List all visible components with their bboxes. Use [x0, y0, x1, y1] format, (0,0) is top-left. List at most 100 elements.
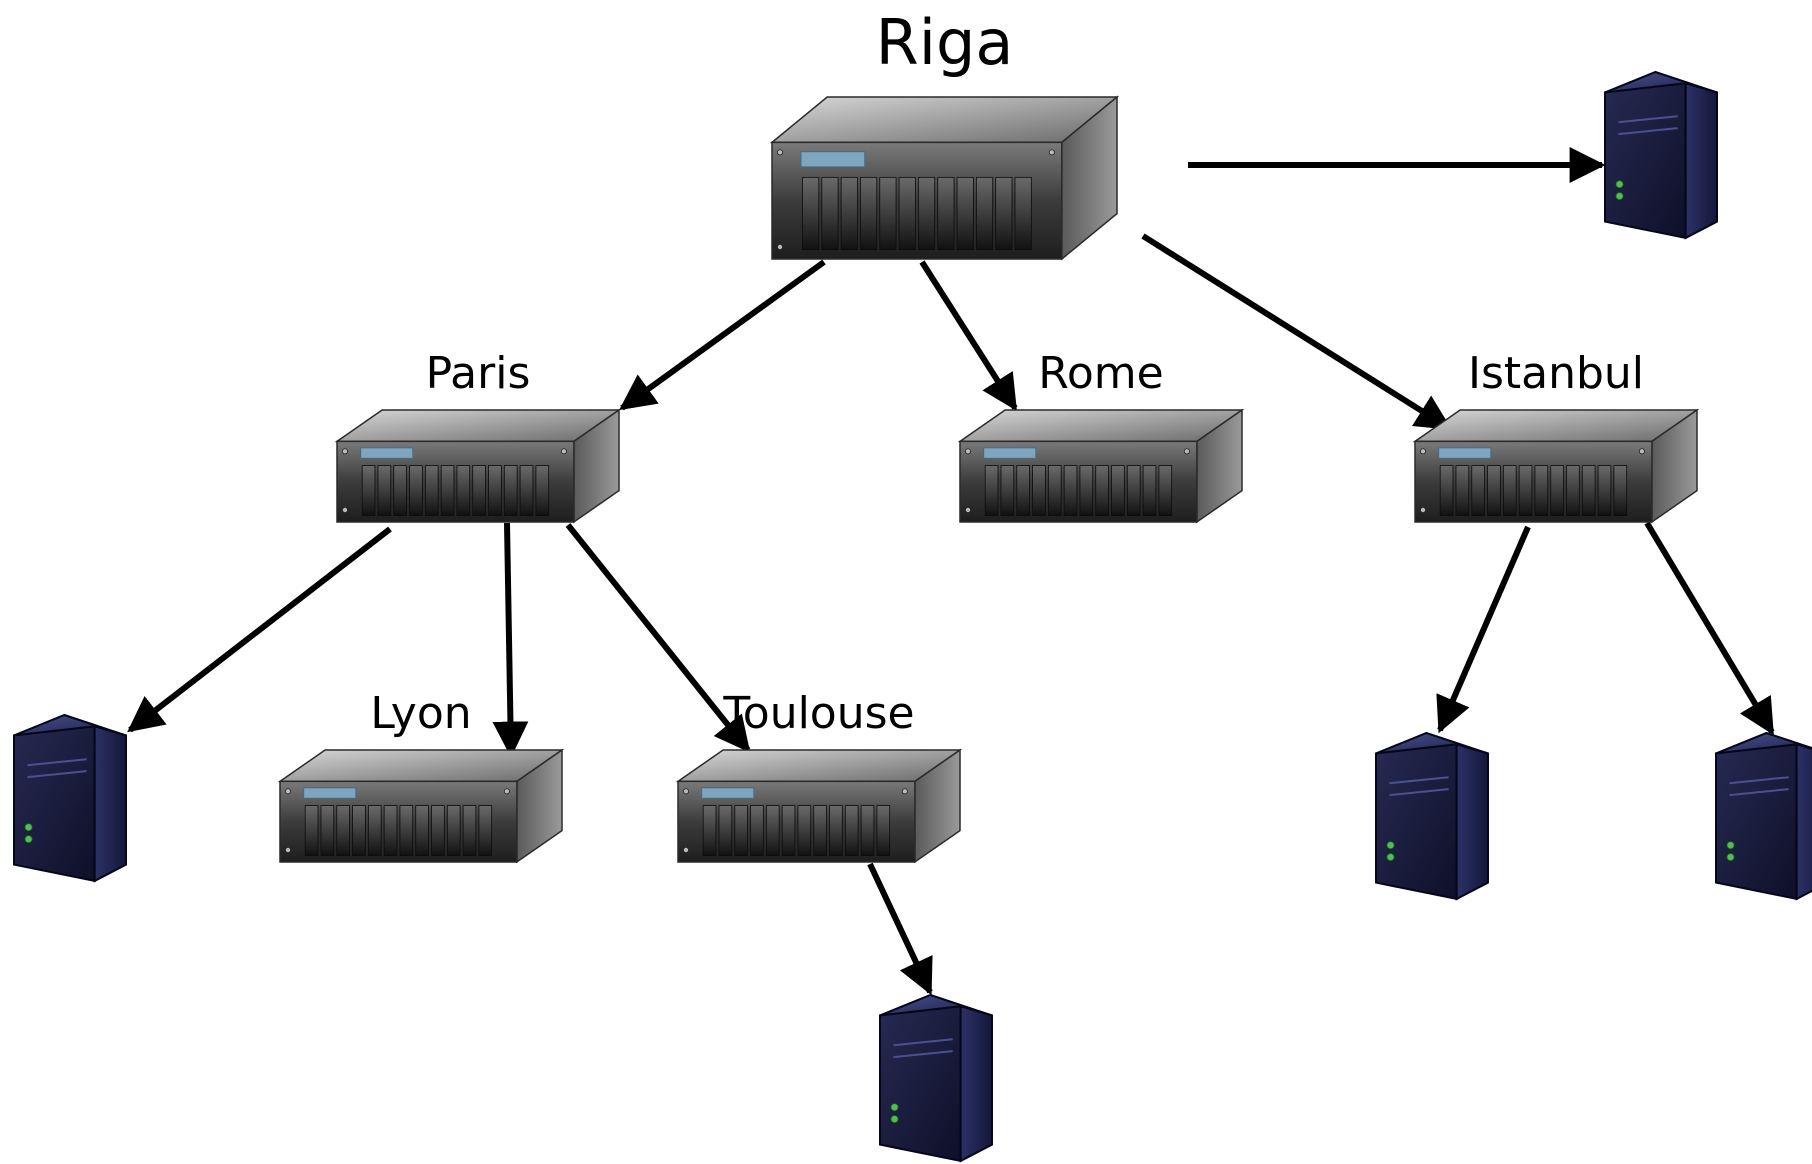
node-label-lyon: Lyon — [370, 688, 471, 739]
paris-rack-display — [360, 447, 414, 459]
client-istanbul-1-tower-led — [1386, 841, 1395, 850]
client-toulouse-tower-side — [959, 1004, 993, 1163]
node-client-riga[interactable] — [1604, 70, 1718, 240]
rome-rack-slot — [984, 465, 999, 516]
toulouse-rack-slot — [860, 805, 875, 856]
client-istanbul-2-tower-bay — [1729, 788, 1789, 797]
riga-rack-display — [800, 151, 866, 168]
toulouse-rack-screw — [683, 788, 690, 795]
toulouse-rack-top — [675, 749, 963, 783]
istanbul-rack-screw — [1420, 448, 1427, 455]
edge-paris-to-toulouse — [565, 523, 751, 753]
client-riga-tower-front — [1604, 82, 1687, 240]
riga-rack-slot — [1014, 176, 1032, 251]
rome-rack-slot — [1063, 465, 1078, 516]
tower-server-icon — [1715, 731, 1812, 901]
client-paris-tower-led — [24, 835, 33, 844]
edge-riga-to-istanbul — [1141, 233, 1453, 431]
paris-rack-slot — [456, 465, 471, 516]
client-istanbul-2-tower-led — [1726, 853, 1735, 862]
client-toulouse-tower-led — [890, 1115, 899, 1124]
riga-rack-slot — [821, 176, 839, 251]
node-toulouse[interactable]: Toulouse — [675, 688, 963, 864]
toulouse-rack-slot — [813, 805, 827, 856]
lyon-rack-slot — [352, 805, 366, 856]
node-client-istanbul-2[interactable] — [1715, 731, 1812, 901]
riga-rack-screw — [777, 149, 784, 156]
paris-rack-slot — [393, 465, 407, 516]
paris-rack-slot — [377, 465, 392, 516]
istanbul-rack-screw — [1638, 448, 1645, 455]
lyon-rack-slot — [446, 805, 461, 856]
toulouse-rack-display — [701, 787, 755, 799]
istanbul-rack-display — [1438, 447, 1492, 459]
node-label-rome: Rome — [1038, 348, 1163, 399]
toulouse-rack-slot — [797, 805, 812, 856]
node-riga[interactable]: Riga — [769, 6, 1120, 261]
tower-server-icon — [13, 713, 127, 883]
client-paris-tower-side — [93, 724, 127, 883]
istanbul-rack-slot — [1471, 465, 1485, 516]
istanbul-rack-slot — [1518, 465, 1533, 516]
client-istanbul-1-tower-bay — [1389, 788, 1449, 797]
client-riga-tower-bay — [1618, 115, 1678, 124]
rome-rack-slot — [1158, 465, 1173, 516]
node-client-toulouse[interactable] — [879, 993, 993, 1163]
paris-rack-slot — [503, 465, 518, 516]
edge-riga-to-rome — [919, 260, 1018, 412]
node-paris[interactable]: Paris — [334, 348, 622, 524]
rome-rack-screw — [965, 506, 972, 513]
client-toulouse-tower-front — [879, 1005, 962, 1163]
edge-toulouse-to-client-toulouse — [867, 862, 933, 996]
rome-rack-slot — [1047, 465, 1062, 516]
rack-server-icon — [957, 408, 1245, 524]
client-istanbul-1-tower-bay — [1389, 776, 1449, 785]
toulouse-rack-slot — [876, 805, 891, 856]
paris-rack-slot — [409, 465, 423, 516]
client-toulouse-tower-top — [879, 993, 993, 1017]
riga-rack-top — [769, 96, 1120, 144]
edge-paris-to-client-paris — [127, 526, 392, 733]
node-rome[interactable]: Rome — [957, 348, 1245, 524]
paris-rack-slot — [472, 465, 486, 516]
istanbul-rack-top — [1412, 409, 1700, 443]
paris-rack-slot — [519, 465, 534, 516]
paris-rack-slot — [440, 465, 455, 516]
client-istanbul-1-tower-front — [1375, 743, 1458, 901]
rack-server-icon — [334, 408, 622, 524]
node-client-paris[interactable] — [13, 713, 127, 883]
riga-rack-slot — [802, 176, 820, 251]
client-paris-tower-top — [13, 713, 127, 737]
lyon-rack-top — [277, 749, 565, 783]
istanbul-rack-slot — [1613, 465, 1628, 516]
client-istanbul-1-tower-top — [1375, 731, 1489, 755]
client-riga-tower-side — [1684, 81, 1718, 240]
rome-rack-display — [983, 447, 1037, 459]
lyon-rack-slot — [431, 805, 445, 856]
riga-rack-slot — [918, 176, 936, 251]
riga-rack-slot — [840, 176, 858, 251]
riga-rack-slot — [860, 176, 878, 251]
toulouse-rack-slot — [765, 805, 780, 856]
lyon-rack-slot — [462, 805, 477, 856]
node-lyon[interactable]: Lyon — [277, 688, 565, 864]
riga-rack-slot — [879, 176, 897, 251]
edges-layer — [127, 147, 1775, 996]
node-istanbul[interactable]: Istanbul — [1412, 348, 1700, 524]
riga-rack-screw — [777, 243, 784, 250]
paris-rack-slot — [361, 465, 376, 516]
rome-rack-screw — [1183, 448, 1190, 455]
lyon-rack-slot — [383, 805, 398, 856]
istanbul-rack-slot — [1550, 465, 1564, 516]
paris-rack-slot — [488, 465, 502, 516]
lyon-rack-slot — [415, 805, 429, 856]
toulouse-rack-slot — [718, 805, 733, 856]
client-riga-tower-bay — [1618, 127, 1678, 136]
client-paris-tower-bay — [27, 770, 87, 779]
client-paris-tower-bay — [27, 758, 87, 767]
riga-rack-slot — [898, 176, 916, 251]
tower-server-icon — [1604, 70, 1718, 240]
node-client-istanbul-1[interactable] — [1375, 731, 1489, 901]
riga-rack-slot — [937, 176, 955, 251]
